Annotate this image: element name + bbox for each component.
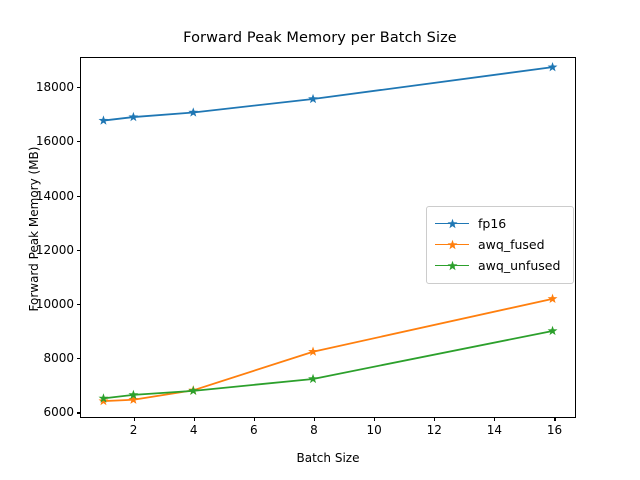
legend-swatch-icon (435, 238, 469, 252)
y-axis-tick-mark (77, 249, 81, 251)
x-axis-tick-label: 4 (189, 423, 198, 437)
data-point-marker (98, 395, 109, 406)
x-axis-label: Batch Size (296, 451, 360, 465)
legend-swatch-icon (435, 259, 469, 273)
y-axis-tick-label: 16000 (35, 134, 74, 149)
series-awq_unfused (98, 325, 558, 403)
x-axis-tick-mark (554, 417, 556, 421)
data-point-marker (547, 325, 558, 336)
legend-label: awq_unfused (478, 258, 561, 273)
legend-star-icon (447, 260, 458, 270)
y-axis-tick-label: 10000 (35, 297, 74, 311)
x-axis-tick-mark (133, 417, 135, 421)
data-point-marker (308, 346, 318, 356)
legend-swatch-icon (435, 217, 469, 231)
x-axis-tick-mark (193, 417, 195, 421)
data-series-svg (98, 61, 558, 406)
y-axis-tick-label: 8000 (43, 351, 74, 366)
legend-star-icon (447, 239, 458, 249)
data-point-marker (547, 61, 558, 72)
series-fp16 (98, 61, 558, 125)
y-axis-tick-label: 14000 (35, 188, 74, 203)
y-axis-tick-mark (77, 412, 81, 414)
data-point-marker (308, 373, 318, 384)
legend-item-fp16[interactable]: fp16 (435, 213, 565, 234)
x-axis-tick-mark (313, 417, 316, 421)
plot-inner: 6000 8000 10000 12000 14000 16000 18000 2 4 6 8 10 1… (36, 58, 575, 437)
x-axis-tick-mark (434, 417, 436, 421)
legend-item-awq_unfused[interactable]: awq_unfused (435, 255, 565, 276)
x-axis-tick-label: 10 (366, 423, 382, 437)
y-axis-tick-label: 6000 (43, 405, 74, 420)
data-point-marker (98, 115, 109, 125)
x-axis-tick-label: 8 (310, 423, 318, 437)
x-axis-tick-label: 12 (426, 423, 442, 437)
y-axis-tick-mark (77, 141, 81, 143)
y-axis-tick-mark (77, 304, 81, 306)
data-point-marker (128, 394, 139, 404)
x-axis-tick-mark (253, 417, 255, 421)
x-axis-tick-mark (374, 417, 376, 421)
x-axis-tick-label: 2 (129, 423, 138, 437)
y-axis-tick-mark (77, 195, 81, 197)
data-point-marker (128, 111, 139, 122)
legend-item-awq_fused[interactable]: awq_fused (435, 234, 565, 255)
chart-legend: fp16 awq_fused awq_unfused (426, 206, 574, 284)
legend-label: fp16 (478, 216, 507, 231)
x-axis-tick-mark (494, 417, 496, 421)
data-point-marker (188, 385, 199, 396)
chart-title: Forward Peak Memory per Batch Size (183, 30, 457, 46)
series-line (102, 66, 554, 122)
series-line (102, 297, 554, 402)
x-axis-tick-label: 6 (250, 423, 258, 437)
data-point-marker (547, 293, 558, 304)
data-point-marker (308, 93, 318, 104)
y-axis-tick-mark (77, 358, 81, 360)
data-point-marker (188, 107, 199, 117)
x-axis-tick-label: 14 (486, 423, 502, 437)
y-axis-label: Forward Peak Memory (MB) (27, 146, 41, 312)
y-axis-tick-label: 12000 (35, 242, 74, 257)
data-point-marker (128, 389, 139, 400)
legend-star-icon (447, 218, 458, 228)
x-axis-tick-label: 16 (546, 423, 563, 437)
y-axis-tick-label: 18000 (35, 80, 74, 95)
series-line (102, 330, 554, 400)
legend-label: awq_fused (478, 237, 545, 252)
y-axis-tick-mark (77, 87, 81, 89)
data-point-marker (98, 393, 109, 403)
series-awq_fused (98, 293, 558, 406)
